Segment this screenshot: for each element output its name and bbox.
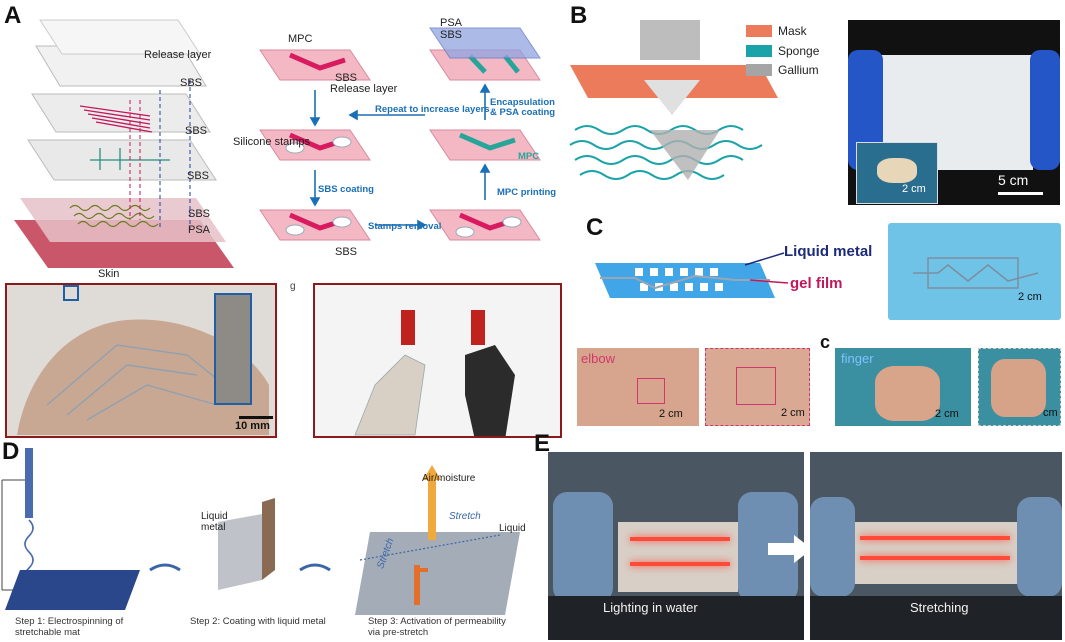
panel-c-letter: C — [586, 214, 604, 241]
label-skin: Skin — [98, 268, 120, 280]
panel-e-letter: E — [534, 430, 551, 457]
robot-hand-photo — [313, 283, 562, 438]
label-liquid-metal-d: Liquid metal — [201, 511, 228, 533]
finger-closeup-photo: cm — [978, 348, 1061, 426]
callout-arrows — [744, 252, 789, 284]
label-sbs-psa: SBS — [440, 29, 463, 41]
label-repeat-layers: Repeat to increase layers — [375, 104, 490, 115]
label-silicone-stamps: Silicone stamps — [233, 136, 311, 148]
hand-photo: 10 mm — [5, 283, 277, 438]
zoom-box — [63, 285, 79, 301]
label-sbs-coating: SBS coating — [318, 184, 374, 195]
scale-label-elbow-closeup: 2 cm — [781, 407, 805, 419]
label-psa-flow: PSA — [440, 17, 463, 29]
legend-label-gallium: Gallium — [778, 63, 819, 77]
sponge-photo: 2 cm 5 cm — [848, 20, 1060, 205]
label-stamps-removal: Stamps removal — [368, 221, 442, 232]
label-sbs-bottom: SBS — [335, 246, 358, 258]
glove-right — [1030, 50, 1060, 170]
scale-label-inset: 2 cm — [902, 183, 926, 195]
gel-film-photo: 2 cm — [888, 223, 1061, 320]
caption-lighting-in-water: Lighting in water — [603, 600, 698, 615]
panel-d-letter: D — [2, 438, 20, 465]
legend-label-sponge: Sponge — [778, 44, 820, 58]
label-sbs-1: SBS — [180, 77, 203, 89]
sub-letter-c: c — [820, 332, 831, 352]
legend-label-mask: Mask — [778, 24, 807, 38]
label-sbs-3: SBS — [187, 170, 210, 182]
label-liquid: Liquid — [499, 523, 526, 534]
photo-marker: g — [290, 281, 296, 292]
panel-a-letter: A — [4, 2, 22, 29]
label-liquid-metal: Liquid metal — [784, 243, 873, 260]
electrospinning-diagram — [1, 448, 520, 615]
scale-bar-main — [998, 192, 1043, 195]
label-stretch-horizontal: Stretch — [449, 511, 481, 522]
label-mpc-top: MPC — [288, 33, 313, 45]
legend-swatch-sponge — [746, 45, 772, 57]
led-water-photo: Lighting in water — [548, 452, 804, 640]
led-patch — [618, 522, 738, 592]
label-air-moisture: Air/moisture — [422, 473, 476, 484]
elbow-closeup-photo: 2 cm — [705, 348, 810, 426]
step-1-caption: Step 1: Electrospinning of stretchable m… — [15, 616, 124, 638]
legend-swatch-gallium — [746, 64, 772, 76]
led-stretching-photo: Stretching — [810, 452, 1062, 640]
label-sbs-4: SBS — [188, 208, 211, 220]
label-finger: finger — [841, 351, 874, 366]
label-encapsulation: Encapsulation & PSA coating — [490, 97, 556, 119]
label-sbs-2: SBS — [185, 125, 208, 137]
label-release-layer: Release layer — [144, 49, 212, 61]
stretched-patch — [850, 522, 1020, 584]
label-sbs-flow: SBS — [335, 72, 358, 84]
scale-label-finger-closeup: cm — [1043, 407, 1058, 419]
gel-film-diagram — [595, 263, 775, 298]
legend-swatch-mask — [746, 25, 772, 37]
label-elbow: elbow — [581, 351, 615, 366]
scale-label-finger: 2 cm — [935, 408, 959, 420]
fabrication-flow-diagram — [259, 27, 541, 241]
layer-stack-diagram — [14, 19, 234, 268]
scale-bar-hand — [239, 416, 273, 419]
magnified-inset — [214, 293, 252, 405]
label-gel-film: gel film — [790, 275, 843, 292]
label-mpc-printing: MPC printing — [497, 187, 557, 198]
scale-label-main: 5 cm — [998, 172, 1029, 188]
scale-label-film: 2 cm — [1018, 291, 1042, 303]
arrow-right — [768, 535, 812, 563]
caption-stretching: Stretching — [910, 600, 969, 615]
panel-b-letter: B — [570, 2, 588, 29]
inset-photo: 2 cm — [856, 142, 938, 204]
scale-label-elbow: 2 cm — [659, 408, 683, 420]
scale-label-hand: 10 mm — [235, 420, 270, 432]
label-release-flow: Release layer — [330, 83, 398, 95]
elbow-photo: elbow 2 cm — [577, 348, 699, 426]
label-psa: PSA — [188, 224, 211, 236]
label-mpc-right: MPC — [518, 151, 540, 162]
finger-photo: finger 2 cm — [835, 348, 971, 426]
step-2-caption: Step 2: Coating with liquid metal — [190, 616, 326, 627]
gallium-sponge-diagram — [569, 20, 778, 180]
step-3-caption: Step 3: Activation of permeability via p… — [368, 616, 506, 638]
